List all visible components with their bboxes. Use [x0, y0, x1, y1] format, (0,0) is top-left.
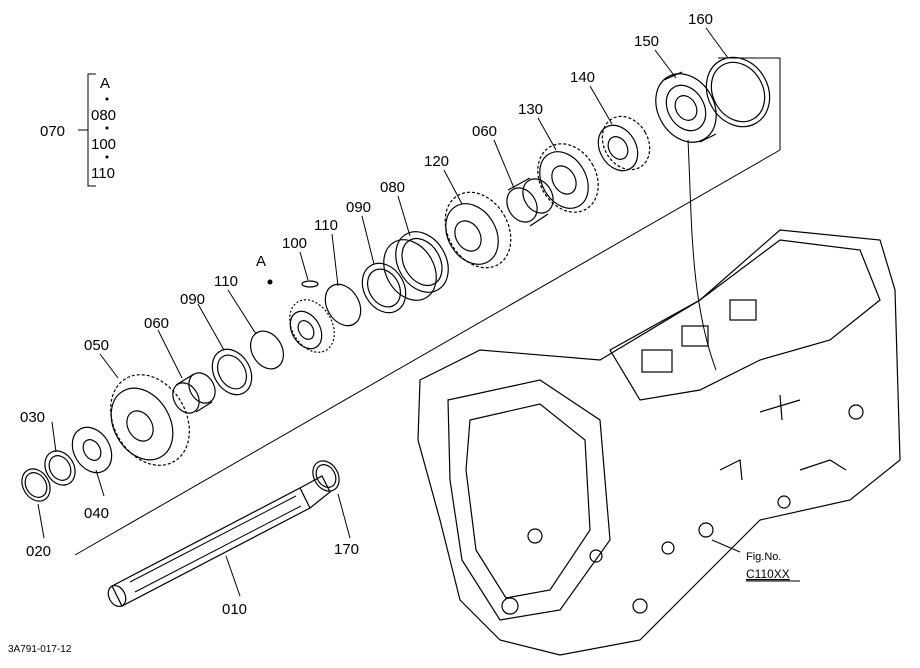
- fig-number: C110XX: [746, 567, 790, 581]
- callout-060-lower: 060: [144, 315, 169, 332]
- callout-110-upper: 110: [314, 217, 338, 234]
- group-member-080: 080: [91, 107, 116, 124]
- part-090-ring-upper: [361, 262, 407, 314]
- part-150-bearing: [655, 71, 717, 143]
- group-bracket: [78, 73, 109, 187]
- callout-130: 130: [518, 101, 543, 118]
- fig-caption: Fig.No.: [746, 551, 781, 563]
- callout-030: 030: [20, 409, 45, 426]
- part-100-hub: [267, 279, 335, 353]
- part-010-shaft: [107, 475, 331, 608]
- callout-050: 050: [84, 337, 109, 354]
- part-080-sleeve: [383, 231, 449, 301]
- group-label: 070: [40, 123, 65, 140]
- part-040-washer: [71, 426, 113, 474]
- callout-150: 150: [634, 33, 659, 50]
- part-030-collar: [44, 450, 76, 486]
- leader-lines: [37, 27, 741, 597]
- group-member-110: 110: [91, 165, 115, 182]
- group-member-100: 100: [91, 136, 116, 153]
- part-020-snap-ring: [21, 468, 51, 502]
- callout-170: 170: [334, 541, 359, 558]
- callout-010: 010: [222, 601, 247, 618]
- part-110-snap-ring-lower: [250, 330, 284, 370]
- callout-040: 040: [84, 505, 109, 522]
- callout-160: 160: [688, 11, 713, 28]
- part-170-oring: [312, 460, 340, 492]
- callout-120: 120: [424, 153, 449, 170]
- part-110-snap-ring-upper: [324, 283, 362, 327]
- part-060-needle-bearing-lower: [172, 372, 216, 414]
- part-160-oring: [705, 56, 771, 128]
- callout-060-upper: 060: [472, 123, 497, 140]
- callout-080: 080: [380, 179, 405, 196]
- callout-140: 140: [570, 69, 595, 86]
- callout-090-upper: 090: [346, 199, 371, 216]
- part-120-gear: [444, 191, 512, 269]
- part-050-gear: [110, 374, 190, 466]
- part-090-ring-lower: [211, 348, 253, 396]
- part-140-gear: [597, 115, 651, 172]
- part-060-needle-bearing-upper: [506, 177, 554, 227]
- callout-090-lower: 090: [180, 291, 205, 308]
- callout-100: 100: [282, 235, 307, 252]
- drawing-code: 3A791-017-12: [8, 644, 72, 655]
- group-member-a: A: [100, 75, 110, 92]
- callout-a: A: [256, 253, 266, 270]
- callout-110-lower: 110: [214, 273, 238, 290]
- part-130-gear: [537, 143, 599, 213]
- callout-020: 020: [26, 543, 51, 560]
- transmission-housing: [417, 229, 901, 656]
